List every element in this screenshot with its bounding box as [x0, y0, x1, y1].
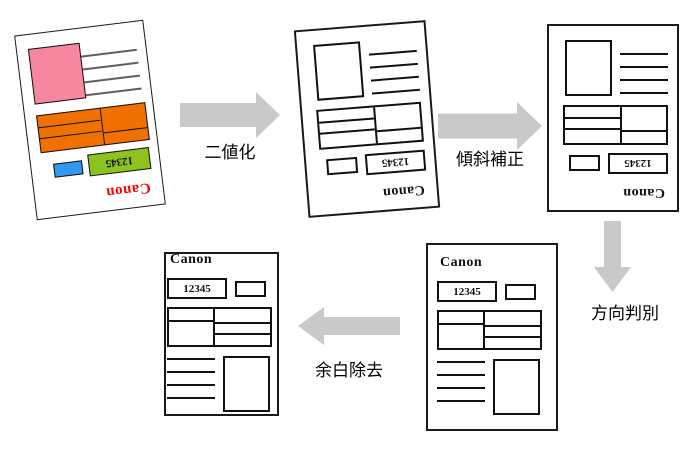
photo-block — [565, 40, 612, 96]
id-field-value: 12345 — [104, 154, 134, 170]
table-row-line — [565, 128, 620, 130]
canon-logo-text: Canon — [104, 179, 152, 201]
small-box — [326, 156, 359, 176]
id-field-box: 12345 — [608, 153, 668, 174]
small-box — [505, 284, 536, 300]
text-line — [371, 88, 420, 95]
arrow-down-icon — [594, 221, 631, 292]
text-line — [620, 92, 668, 94]
text-line — [620, 53, 668, 55]
id-field-box: 12345 — [167, 278, 227, 299]
table-divider-vertical — [99, 108, 106, 145]
text-line — [369, 62, 418, 69]
doc-original-content: Canon 12345 — [15, 21, 164, 219]
text-line — [370, 75, 419, 82]
table-row-line — [215, 333, 270, 335]
id-field-box: 12345 — [87, 147, 152, 177]
canon-logo-text: Canon — [440, 255, 483, 270]
step-label-margin-removal: 余白除去 — [315, 361, 383, 380]
canon-logo-text: Canon — [170, 252, 213, 267]
table-block — [437, 310, 542, 350]
photo-block — [313, 41, 365, 101]
table-row-line — [38, 119, 101, 129]
arrow-right-icon — [438, 102, 542, 150]
text-line — [79, 87, 142, 98]
table-block — [167, 307, 272, 347]
text-line — [167, 371, 215, 373]
text-line — [75, 48, 137, 59]
table-block — [316, 101, 424, 150]
table-row-line — [215, 322, 270, 324]
table-block — [563, 105, 668, 145]
text-line — [437, 374, 485, 376]
small-box — [569, 155, 600, 171]
table-divider-vertical — [213, 309, 215, 345]
id-field-box: 12345 — [364, 149, 427, 176]
doc-oriented-content: Canon 12345 — [428, 245, 556, 429]
text-line — [437, 387, 485, 389]
table-block — [36, 102, 150, 154]
small-box — [53, 160, 84, 178]
canon-logo-text: Canon — [622, 185, 665, 200]
text-line — [76, 61, 139, 72]
table-row-line — [485, 325, 540, 327]
text-line — [167, 358, 215, 360]
doc-margin-removed: Canon 12345 — [164, 252, 279, 416]
text-line — [437, 400, 485, 402]
doc-margin-removed-content: Canon 12345 — [158, 242, 286, 426]
text-line — [167, 384, 215, 386]
table-divider-vertical — [483, 312, 485, 348]
table-row-line — [39, 130, 102, 140]
table-row-line — [485, 336, 540, 338]
text-line — [437, 361, 485, 363]
text-line — [620, 66, 668, 68]
doc-deskewed-content: Canon 12345 — [549, 26, 677, 210]
text-line — [167, 397, 215, 399]
step-label-orientation: 方向判別 — [591, 304, 659, 323]
doc-binarized-content: Canon 12345 — [296, 22, 438, 215]
table-row-line — [565, 117, 620, 119]
photo-block — [493, 359, 540, 415]
table-row-line — [319, 128, 375, 135]
photo-block — [223, 356, 270, 412]
doc-deskewed: Canon 12345 — [547, 24, 679, 212]
text-line — [368, 49, 417, 56]
step-label-deskew: 傾斜補正 — [456, 150, 524, 169]
doc-oriented: Canon 12345 — [426, 243, 558, 431]
id-field-value: 12345 — [381, 155, 410, 170]
small-box — [235, 281, 266, 297]
id-field-value: 12345 — [453, 285, 481, 298]
text-line — [78, 74, 141, 85]
table-row-line — [169, 320, 213, 322]
table-row-line — [622, 130, 666, 132]
table-row-line — [376, 126, 421, 133]
table-row-line — [319, 117, 375, 124]
doc-binarized: Canon 12345 — [293, 20, 441, 218]
doc-original-scan: Canon 12345 — [14, 19, 166, 221]
arrow-left-icon — [298, 307, 400, 345]
canon-logo-text: Canon — [382, 181, 426, 200]
text-line — [620, 79, 668, 81]
arrow-right-icon — [180, 92, 280, 138]
photo-block — [27, 42, 87, 105]
table-row-line — [103, 127, 148, 134]
id-field-box: 12345 — [437, 281, 497, 302]
id-field-value: 12345 — [624, 157, 652, 170]
table-row-line — [439, 323, 483, 325]
step-label-binarization: 二値化 — [204, 143, 256, 162]
table-divider-vertical — [620, 107, 622, 143]
id-field-value: 12345 — [183, 282, 211, 295]
table-divider-vertical — [373, 107, 378, 144]
